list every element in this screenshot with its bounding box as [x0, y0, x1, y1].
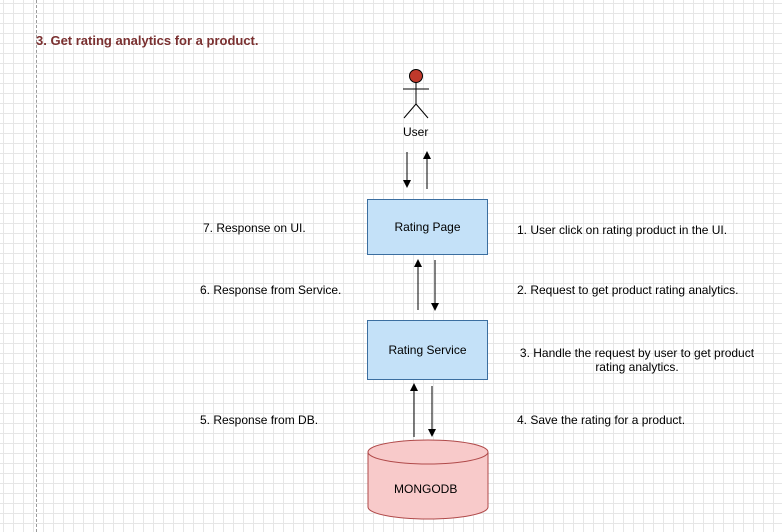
step-3-label: 3. Handle the request by user to get pro…: [514, 346, 760, 374]
step-4-label: 4. Save the rating for a product.: [517, 413, 686, 427]
page-guide-line: [36, 0, 37, 532]
rating-page-label: Rating Page: [394, 220, 461, 234]
rating-page-box[interactable]: Rating Page: [367, 199, 488, 255]
step-6-label: 6. Response from Service.: [200, 283, 342, 297]
rating-service-box[interactable]: Rating Service: [367, 320, 488, 380]
rating-service-label: Rating Service: [388, 343, 467, 357]
diagram-title: 3. Get rating analytics for a product.: [36, 33, 259, 48]
database-cylinder[interactable]: [367, 439, 489, 520]
step-2-label: 2. Request to get product rating analyti…: [517, 283, 739, 297]
step-3-line-2: rating analytics.: [595, 360, 679, 374]
step-7-label: 7. Response on UI.: [203, 221, 306, 235]
step-3-line-1: 3. Handle the request by user to get pro…: [519, 346, 755, 360]
user-label: User: [403, 125, 429, 139]
user-actor-icon[interactable]: [403, 69, 429, 119]
database-label: MONGODB: [394, 482, 458, 496]
step-1-label: 1. User click on rating product in the U…: [517, 223, 728, 237]
step-5-label: 5. Response from DB.: [200, 413, 319, 427]
